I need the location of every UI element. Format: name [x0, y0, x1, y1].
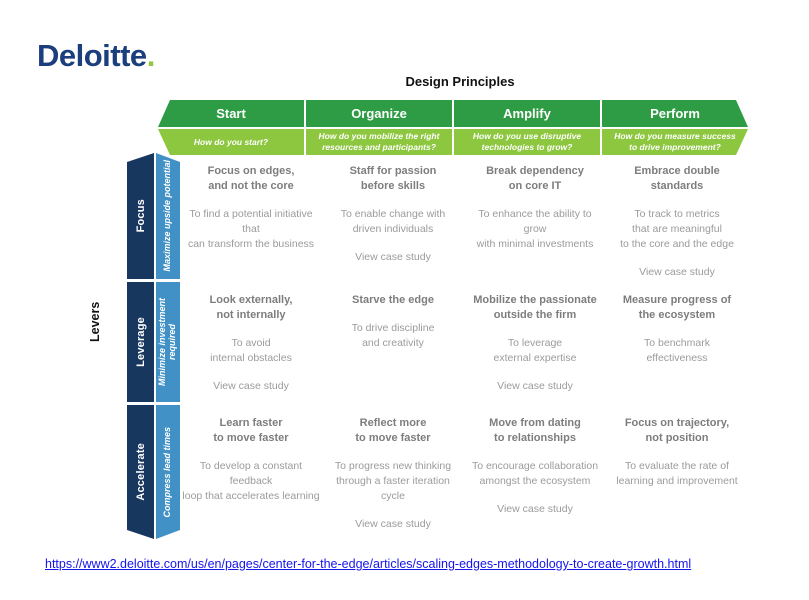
cell-body: To develop a constant feedback loop that…	[182, 460, 320, 502]
cell-body: To drive discipline and creativity	[351, 322, 435, 349]
logo-text: Deloitte	[37, 38, 147, 73]
cell-heading: Look externally, not internally	[209, 294, 293, 321]
cell-leverage-amplify: Mobilize the passionate outside the firm…	[464, 282, 606, 402]
phase-header-start: Start	[158, 100, 306, 127]
cell-accelerate-start: Learn faster to move faster To develop a…	[180, 405, 322, 539]
cell-body: To benchmark effectiveness	[644, 337, 710, 364]
view-case-study-link[interactable]: View case study	[497, 503, 573, 515]
view-case-study-link[interactable]: View case study	[213, 380, 289, 392]
cell-heading: Starve the edge	[352, 294, 434, 306]
deloitte-logo: Deloitte.	[37, 38, 155, 74]
cell-heading: Embrace double standards	[634, 165, 720, 192]
cell-accelerate-amplify: Move from dating to relationships To enc…	[464, 405, 606, 539]
view-case-study-link[interactable]: View case study	[497, 380, 573, 392]
view-case-study-link[interactable]: View case study	[639, 266, 715, 278]
question-header-row: How do you start? How do you mobilize th…	[158, 129, 748, 155]
matrix-grid: Focus on edges, and not the core To find…	[180, 153, 748, 539]
phase-header-perform: Perform	[650, 106, 700, 121]
lever-focus: Focus	[127, 153, 154, 279]
footer: https://www2.deloitte.com/us/en/pages/ce…	[45, 555, 691, 573]
view-case-study-link[interactable]: View case study	[355, 251, 431, 263]
cell-body: To progress new thinking through a faste…	[334, 460, 452, 502]
cell-leverage-perform: Measure progress of the ecosystem To ben…	[606, 282, 748, 402]
cell-heading: Mobilize the passionate outside the firm	[473, 294, 597, 321]
cell-body: To leverage external expertise	[493, 337, 577, 364]
lever-subtitles-bar: Maximize upside potential Minimize inves…	[156, 153, 180, 539]
cell-body: To find a potential initiative that can …	[187, 208, 315, 250]
cell-heading: Reflect more to move faster	[355, 417, 431, 444]
cell-heading: Focus on edges, and not the core	[207, 165, 295, 192]
lever-sub-leverage: Minimize investment required	[156, 282, 180, 402]
phase-header-row: Start Organize Amplify Perform	[158, 100, 748, 127]
cell-heading: Move from dating to relationships	[489, 417, 581, 444]
cell-heading: Measure progress of the ecosystem	[622, 294, 732, 321]
question-start: How do you start?	[158, 129, 306, 155]
source-url-link[interactable]: https://www2.deloitte.com/us/en/pages/ce…	[45, 557, 692, 571]
question-amplify: How do you use disruptive technologies t…	[454, 129, 602, 155]
cell-leverage-start: Look externally, not internally To avoid…	[180, 282, 322, 402]
cell-focus-start: Focus on edges, and not the core To find…	[180, 153, 322, 279]
question-perform: How do you measure success to drive impr…	[614, 131, 736, 152]
cell-focus-amplify: Break dependency on core IT To enhance t…	[464, 153, 606, 279]
lever-sub-focus: Maximize upside potential	[156, 153, 180, 279]
cell-leverage-organize: Starve the edge To drive discipline and …	[322, 282, 464, 402]
cell-heading: Focus on trajectory, not position	[624, 417, 730, 444]
cell-heading: Learn faster to move faster	[213, 417, 289, 444]
cell-body: To encourage collaboration amongst the e…	[471, 460, 599, 487]
cell-body: To evaluate the rate of learning and imp…	[616, 460, 738, 487]
levers-label: Levers	[88, 301, 102, 343]
lever-leverage: Leverage	[127, 282, 154, 402]
cell-accelerate-perform: Focus on trajectory, not position To eva…	[606, 405, 748, 539]
cell-heading: Break dependency on core IT	[486, 165, 584, 192]
view-case-study-link[interactable]: View case study	[355, 518, 431, 530]
phase-header-organize: Organize	[306, 100, 454, 127]
lever-names-bar: Focus Leverage Accelerate	[127, 153, 154, 539]
cell-body: To track to metrics that are meaningful …	[620, 208, 734, 250]
design-principles-header: Start Organize Amplify Perform How do yo…	[158, 100, 748, 155]
cell-focus-organize: Staff for passion before skills To enabl…	[322, 153, 464, 279]
phase-header-amplify: Amplify	[454, 100, 602, 127]
cell-accelerate-organize: Reflect more to move faster To progress …	[322, 405, 464, 539]
logo-green-dot: .	[146, 38, 156, 73]
cell-body: To avoid internal obstacles	[210, 337, 292, 364]
cell-body: To enable change with driven individuals	[340, 208, 446, 235]
question-organize: How do you mobilize the right resources …	[306, 129, 454, 155]
cell-focus-perform: Embrace double standards To track to met…	[606, 153, 748, 279]
cell-heading: Staff for passion before skills	[349, 165, 437, 192]
lever-accelerate: Accelerate	[127, 405, 154, 539]
lever-sub-accelerate: Compress lead times	[156, 405, 180, 539]
cell-body: To enhance the ability to grow with mini…	[476, 208, 594, 250]
page-title: Design Principles	[405, 74, 515, 89]
